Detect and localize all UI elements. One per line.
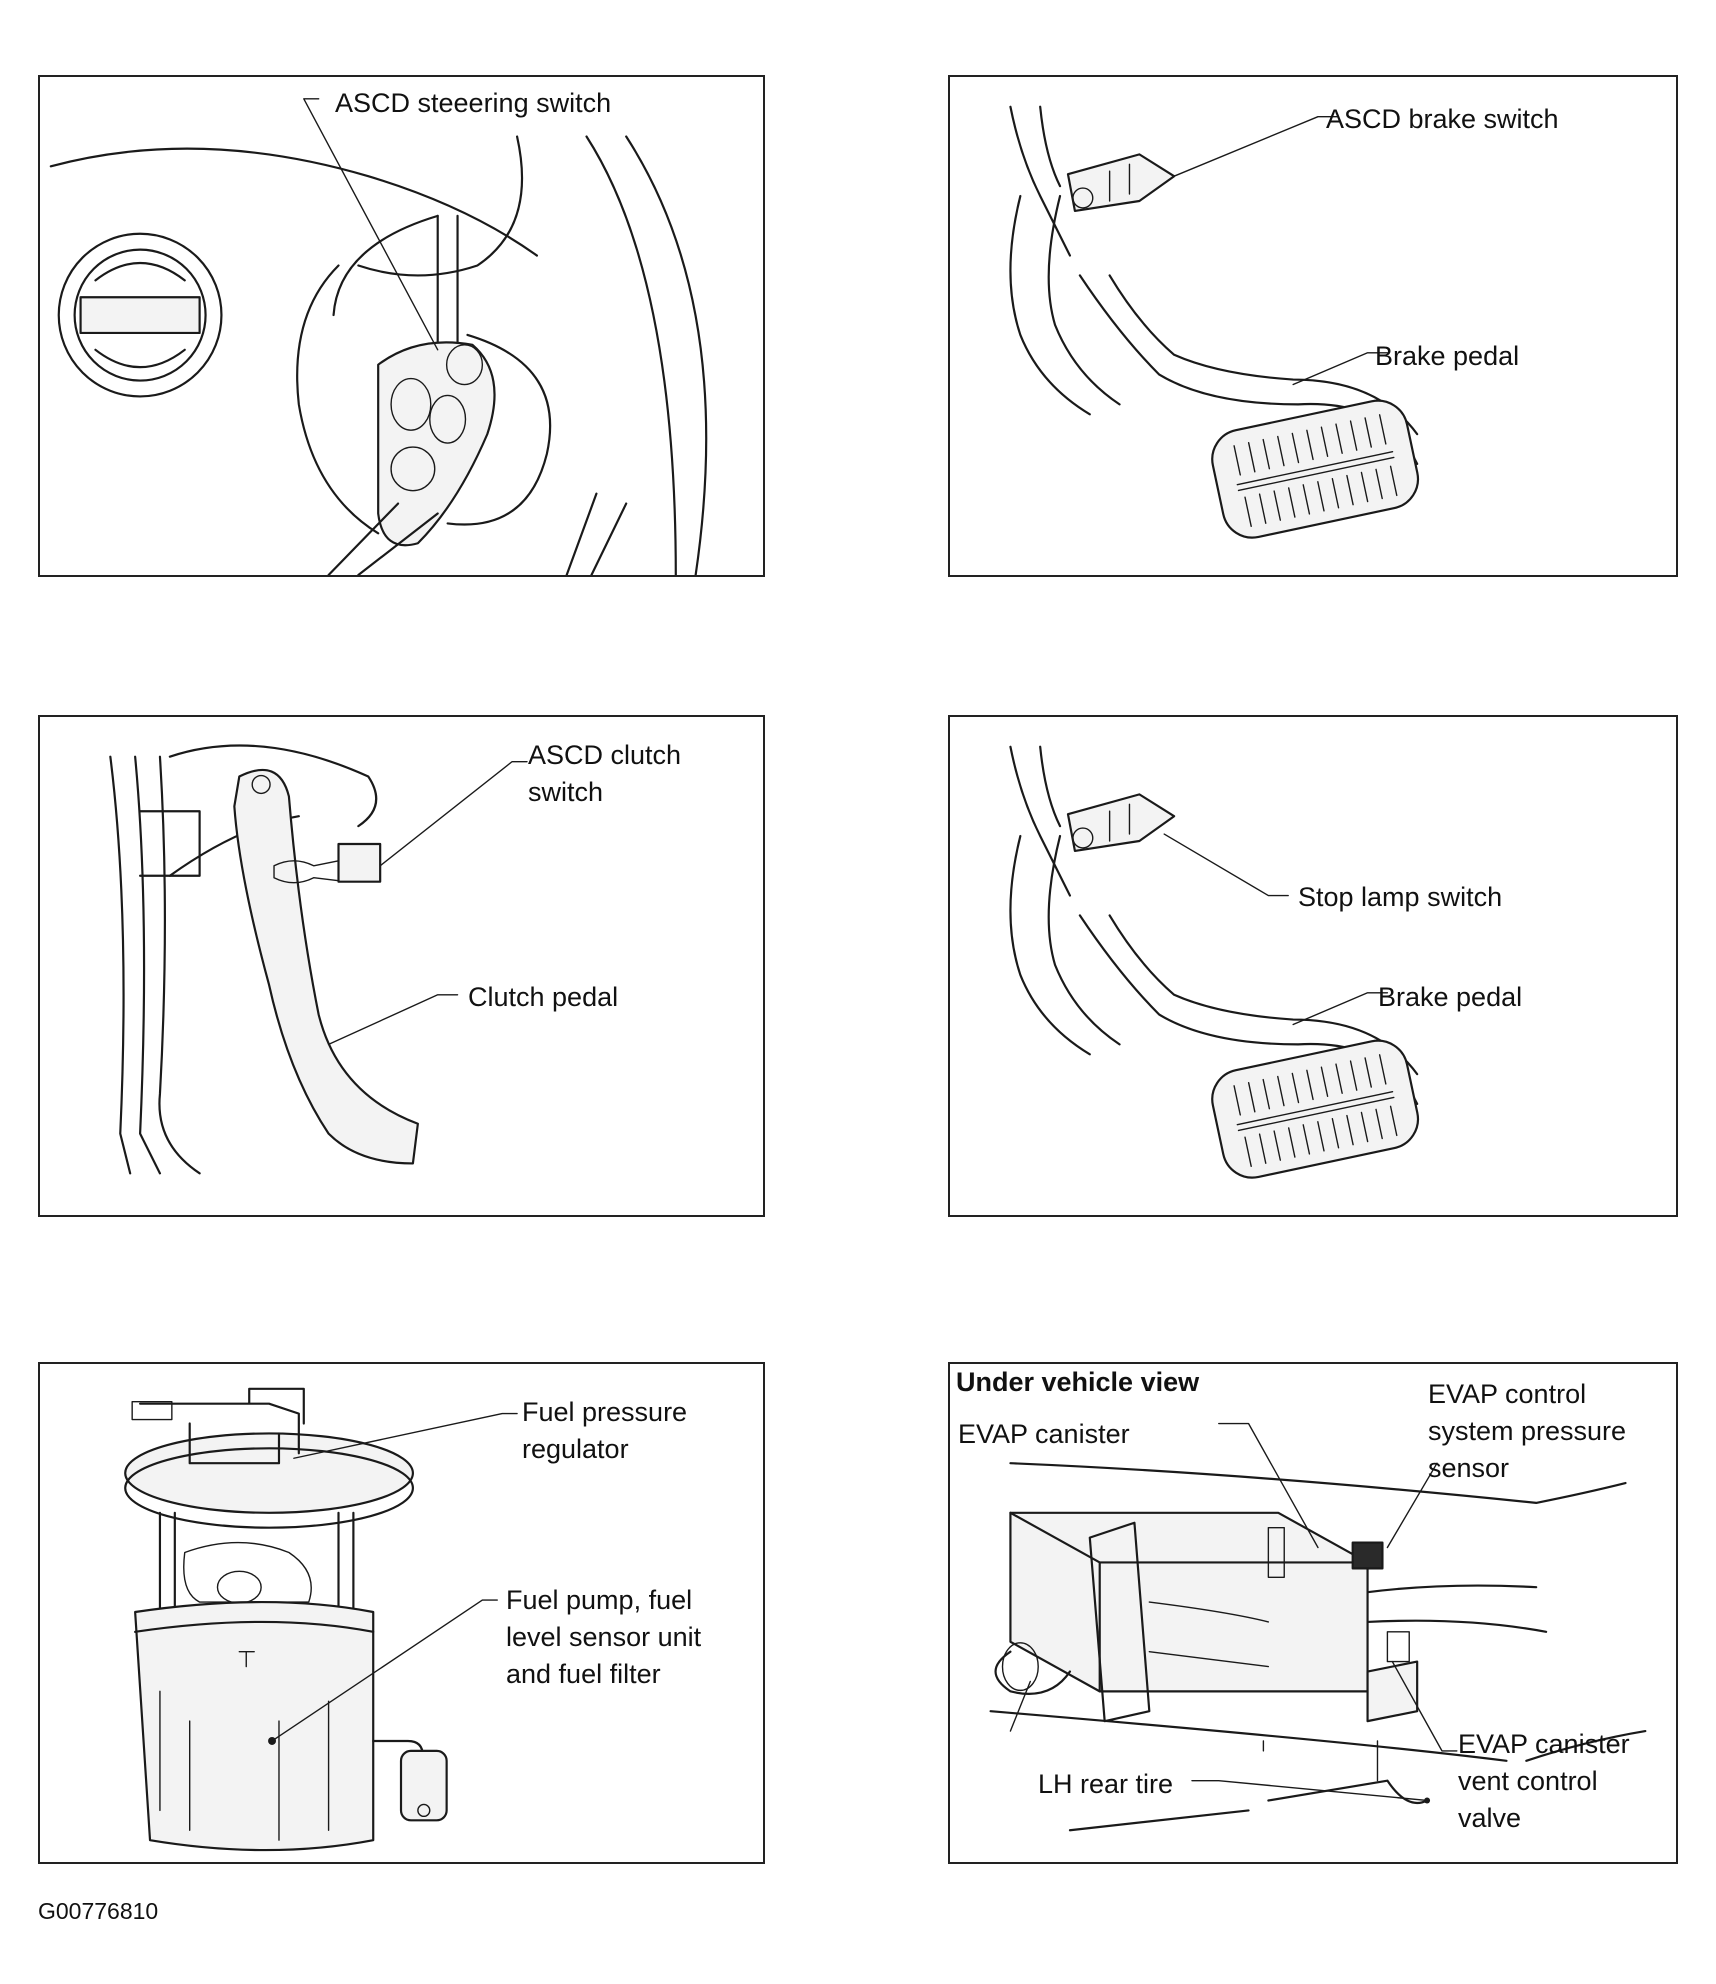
figure-id: G00776810 <box>38 1898 159 1924</box>
panel-steering-switch: ASCD steeering switch <box>38 75 765 577</box>
label-ascd-brake-switch: ASCD brake switch <box>1326 104 1559 134</box>
panel-brake-switch: ASCD brake switch Brake pedal <box>948 75 1678 577</box>
clutch-pedal-illustration <box>109 744 528 1175</box>
stop-lamp-pedal-illustration <box>1009 745 1420 1179</box>
label-ascd-clutch-switch: ASCD clutch switch <box>528 740 682 807</box>
label-stop-lamp-switch: Stop lamp switch <box>1298 882 1503 912</box>
label-ascd-steering-switch: ASCD steeering switch <box>335 88 612 118</box>
panel-clutch-switch: ASCD clutch switch Clutch pedal <box>38 715 765 1217</box>
brake-pedal-illustration <box>1009 105 1420 539</box>
label-brake-pedal: Brake pedal <box>1378 982 1523 1012</box>
evap-canister-illustration <box>989 1422 1647 1832</box>
label-evap-vent-valve: EVAP canister vent control valve <box>1458 1729 1630 1833</box>
label-fuel-pump-unit: Fuel pump, fuel level sensor unit and fu… <box>506 1585 702 1689</box>
label-brake-pedal: Brake pedal <box>1375 341 1520 371</box>
panel-evap-canister: Under vehicle view EVAP canister EVAP co… <box>948 1362 1678 1864</box>
fuel-pump-illustration <box>124 1387 518 1852</box>
panel-fuel-pump: Fuel pressure regulator Fuel pump, fuel … <box>38 1362 765 1864</box>
label-under-vehicle-view: Under vehicle view <box>956 1367 1200 1397</box>
label-clutch-pedal: Clutch pedal <box>468 982 619 1012</box>
label-fuel-pressure-regulator: Fuel pressure regulator <box>522 1397 688 1464</box>
label-evap-pressure-sensor: EVAP control system pressure sensor <box>1428 1379 1627 1483</box>
panel-stop-lamp-switch: Stop lamp switch Brake pedal <box>948 715 1678 1217</box>
label-evap-canister: EVAP canister <box>958 1419 1130 1449</box>
steering-wheel-illustration <box>49 98 708 575</box>
label-lh-rear-tire: LH rear tire <box>1038 1769 1174 1799</box>
